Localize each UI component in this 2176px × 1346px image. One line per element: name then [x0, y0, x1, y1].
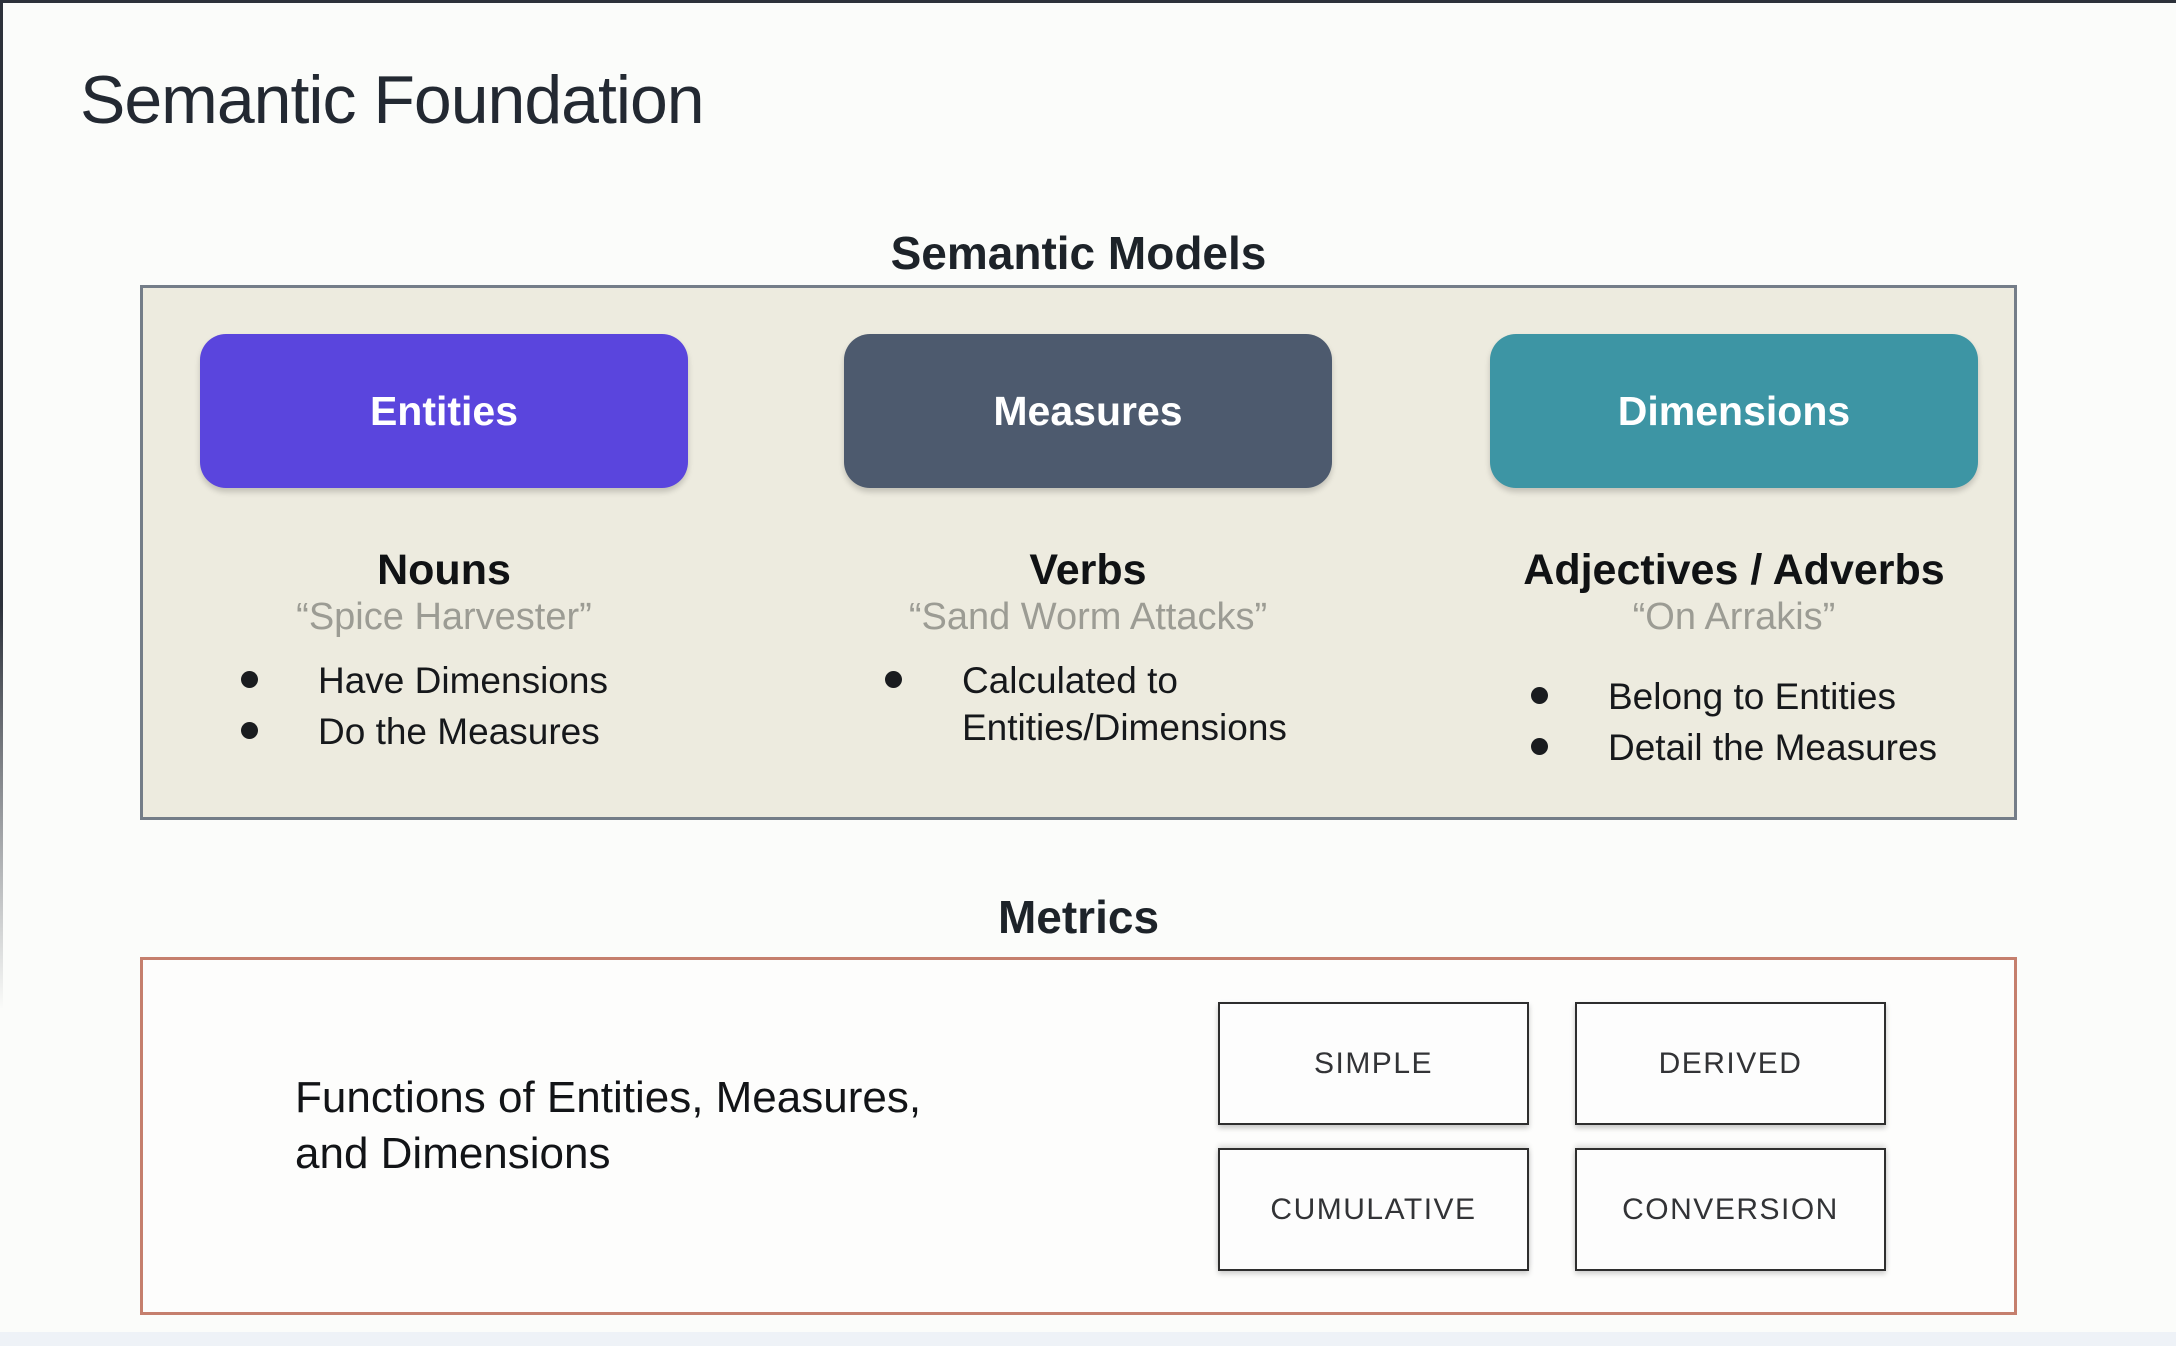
measures-word-type: Verbs	[1029, 546, 1147, 594]
list-item: Do the Measures	[241, 708, 725, 755]
semantic-models-heading: Semantic Models	[890, 227, 1267, 279]
bullet-label: Belong to Entities	[1608, 675, 1896, 717]
dimensions-column: Dimensions Adjectives / Adverbs “On Arra…	[1453, 288, 2015, 817]
semantic-models-panel: Entities Nouns “Spice Harvester” Have Di…	[140, 285, 2017, 820]
list-item: Belong to Entities	[1531, 673, 2015, 720]
dimensions-bullet-list: Belong to Entities Detail the Measures	[1453, 673, 2015, 772]
metric-label: CUMULATIVE	[1270, 1192, 1477, 1226]
bullet-icon	[241, 670, 258, 688]
metric-box-derived: DERIVED	[1575, 1002, 1886, 1125]
page-title: Semantic Foundation	[80, 62, 705, 138]
metric-label: DERIVED	[1658, 1046, 1803, 1080]
bullet-icon	[885, 670, 902, 688]
window-left-edge	[0, 0, 3, 1346]
bullet-icon	[1531, 738, 1548, 756]
measures-pill: Measures	[844, 334, 1332, 488]
bullet-icon	[241, 722, 258, 740]
bottom-edge-strip	[0, 1332, 2176, 1346]
measures-quote: “Sand Worm Attacks”	[908, 596, 1268, 639]
measures-column: Measures Verbs “Sand Worm Attacks” Calcu…	[807, 288, 1369, 817]
bullet-label: Calculated to Entities/Dimensions	[962, 659, 1287, 749]
metric-box-conversion: CONVERSION	[1575, 1148, 1886, 1271]
entities-column: Entities Nouns “Spice Harvester” Have Di…	[163, 288, 725, 817]
bullet-label: Detail the Measures	[1608, 727, 1938, 769]
list-item: Detail the Measures	[1531, 724, 2015, 771]
metrics-heading: Metrics	[997, 891, 1160, 943]
metrics-description: Functions of Entities, Measures, and Dim…	[295, 1073, 922, 1178]
bullet-label: Have Dimensions	[318, 659, 608, 701]
metric-label: CONVERSION	[1622, 1192, 1839, 1226]
dimensions-quote: “On Arrakis”	[1632, 596, 1836, 639]
list-item: Have Dimensions	[241, 657, 725, 704]
measures-bullet-list: Calculated to Entities/Dimensions	[807, 657, 1369, 752]
entities-quote: “Spice Harvester”	[296, 596, 592, 639]
list-item: Calculated to Entities/Dimensions	[885, 657, 1369, 752]
dimensions-pill: Dimensions	[1490, 334, 1978, 488]
metrics-panel: Functions of Entities, Measures, and Dim…	[140, 957, 2017, 1315]
window-top-edge	[0, 0, 2176, 3]
metric-label: SIMPLE	[1313, 1046, 1434, 1080]
bullet-icon	[1531, 686, 1548, 704]
metric-box-simple: SIMPLE	[1218, 1002, 1529, 1125]
entities-word-type: Nouns	[377, 546, 511, 594]
metric-types-grid: SIMPLE DERIVED CUMULATIVE CONVERSION	[1218, 1002, 1886, 1271]
entities-pill: Entities	[200, 334, 688, 488]
entities-bullet-list: Have Dimensions Do the Measures	[163, 657, 725, 756]
dimensions-word-type: Adjectives / Adverbs	[1523, 546, 1945, 594]
bullet-label: Do the Measures	[318, 711, 600, 753]
metric-box-cumulative: CUMULATIVE	[1218, 1148, 1529, 1271]
